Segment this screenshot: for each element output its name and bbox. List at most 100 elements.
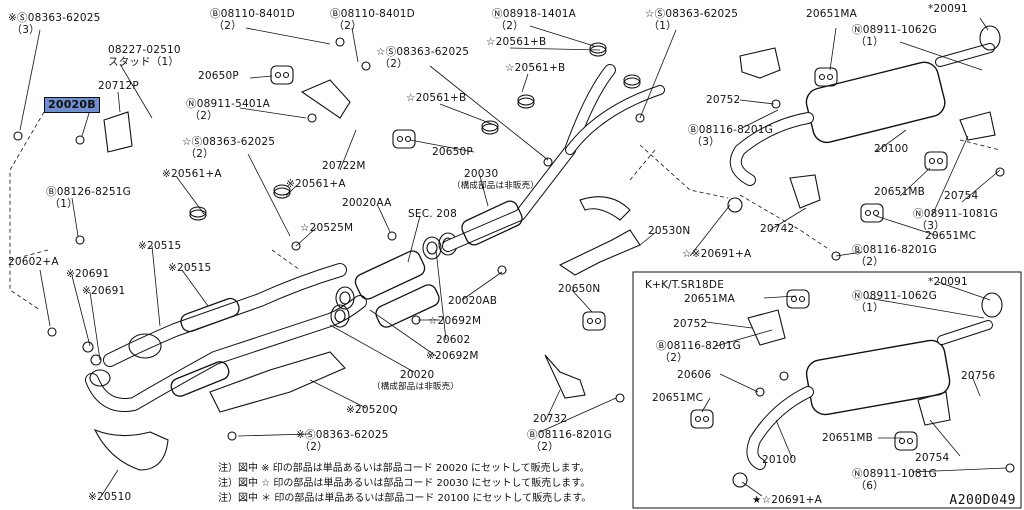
bolt <box>227 431 237 441</box>
bolt <box>361 61 371 71</box>
clamp-band-inner <box>589 45 607 57</box>
rubber-hanger <box>270 65 294 85</box>
leader-line <box>151 245 161 327</box>
leader-line <box>245 27 331 45</box>
rubber-hanger <box>786 289 810 309</box>
dashed-leader <box>639 144 729 199</box>
part-label: 20651MB <box>874 186 926 198</box>
rubber-ring <box>727 197 743 213</box>
clamp-band-inner <box>481 123 499 135</box>
part-label: ※20691 <box>66 268 110 280</box>
clamp-band <box>481 120 499 132</box>
dashed-leader <box>959 139 1001 151</box>
leader-line <box>461 271 503 301</box>
part-label: ☆Ⓢ08363-62025 （2） <box>182 136 276 160</box>
part-label: 20606 <box>677 369 712 381</box>
pipe-bracket-20722M <box>300 79 351 119</box>
part-label: 20020AA <box>342 197 392 209</box>
rubber-hanger <box>392 129 416 149</box>
hanger-hole <box>928 157 936 165</box>
leader-line <box>81 109 91 137</box>
part-label: 20030 <box>464 168 499 180</box>
leader-line <box>715 329 773 347</box>
inset-rear-bracket <box>917 391 951 426</box>
part-label: ☆20692M <box>428 315 482 327</box>
leader-line <box>409 139 475 153</box>
leader-line <box>899 41 983 71</box>
hanger-hole <box>274 71 282 79</box>
clamp-band <box>273 184 291 196</box>
leader-line <box>571 289 593 313</box>
hanger-hole <box>586 317 594 325</box>
clamp-band <box>623 74 641 86</box>
leader-line <box>329 324 415 373</box>
part-label: 20752 <box>706 94 741 106</box>
bolt <box>615 393 625 403</box>
bolt <box>497 265 507 275</box>
leader-line <box>39 269 51 327</box>
rubber-ring <box>732 472 748 488</box>
part-label: 20752 <box>673 318 708 330</box>
main-catalyst-lower <box>375 284 440 328</box>
gasket-hole <box>339 291 351 305</box>
hanger-hole <box>906 437 914 445</box>
washer <box>82 341 94 353</box>
tail-pipe <box>936 44 994 66</box>
part-label: 20100 <box>762 454 797 466</box>
gasket-hole <box>426 241 438 255</box>
tunnel-heat-shield <box>579 196 631 221</box>
part-label: 20756 <box>961 370 996 382</box>
part-label: 20754 <box>915 452 950 464</box>
leader-line <box>529 25 595 47</box>
part-label: 20722M <box>322 160 366 172</box>
clamp-band-inner <box>189 209 207 221</box>
leader-line <box>285 185 297 197</box>
leader-line <box>639 231 657 246</box>
muffler-bracket <box>739 47 781 79</box>
part-label: *20091 <box>928 276 968 288</box>
main-catalyst <box>354 250 426 300</box>
stud-bracket <box>103 111 133 153</box>
part-label: ☆Ⓢ08363-62025 （1） <box>645 8 739 32</box>
leader-line <box>741 481 763 497</box>
part-label: Ⓝ08911-5401A （2） <box>186 98 270 122</box>
bolt <box>75 135 85 145</box>
part-label: 20650N <box>558 283 601 295</box>
part-label: ※20561+A <box>162 168 222 180</box>
gasket <box>330 304 350 328</box>
leader-line <box>875 129 907 153</box>
main-muffler <box>805 61 946 144</box>
clamp-band <box>589 42 607 54</box>
leader-line <box>741 109 779 129</box>
front-catalyst-lower <box>170 361 230 397</box>
inset-muffler <box>805 339 951 416</box>
hanger-hole <box>404 135 412 143</box>
leader-line <box>689 204 731 257</box>
leader-line <box>479 175 489 207</box>
front-pipe-upper <box>104 264 346 366</box>
inset-tail-finisher <box>981 292 1003 318</box>
part-label: ☆20525M <box>300 222 354 234</box>
part-label: Ⓑ08116-8201G （2） <box>656 340 741 364</box>
bolt <box>635 113 645 123</box>
part-label: ※20515 <box>168 262 212 274</box>
part-label: SEC. 208 <box>408 208 457 220</box>
bolt <box>47 327 57 337</box>
leader-line <box>875 215 939 237</box>
hanger-hole <box>864 209 872 217</box>
leader-line <box>71 275 91 347</box>
part-label: ☆20561+B <box>486 36 547 48</box>
part-label: 20100 <box>874 143 909 155</box>
part-label: Ⓑ08116-8201G （2） <box>852 244 937 268</box>
footnote-3: 注）図中 ＊ 印の部品は単品あるいは部品コード 20100 にセットして販売しま… <box>218 493 592 504</box>
bolt <box>831 251 841 261</box>
bolt <box>13 131 23 141</box>
part-label: ☆20561+B <box>505 62 566 74</box>
gasket-hole <box>334 309 346 323</box>
part-label: 20530N <box>648 225 691 237</box>
leader-line <box>377 205 391 233</box>
part-label: 20020B <box>44 97 100 113</box>
hanger-hole <box>936 157 944 165</box>
part-label: 20712P <box>98 80 139 92</box>
